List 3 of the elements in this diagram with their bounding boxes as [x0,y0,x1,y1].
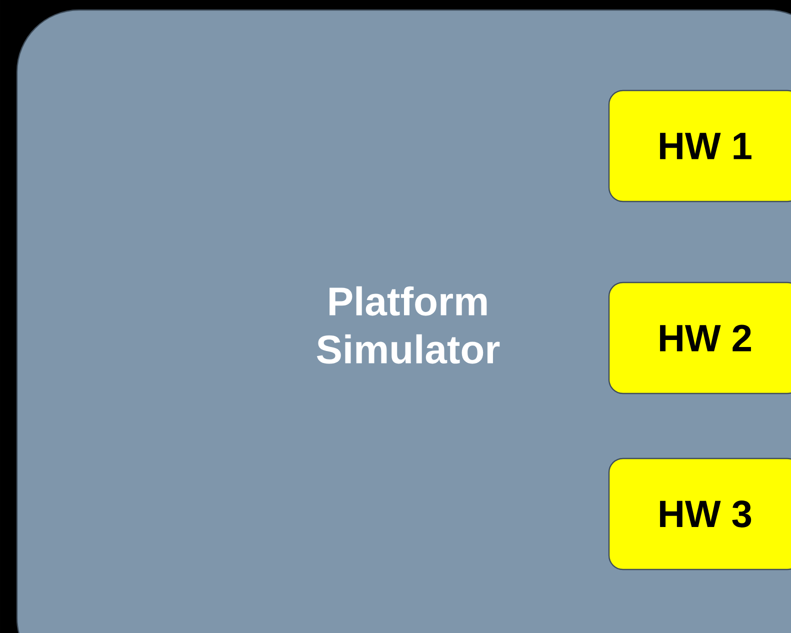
hardware-box: HW 3 [608,458,791,570]
hardware-box: HW 2 [608,282,791,394]
hardware-box: HW 1 [608,90,791,202]
